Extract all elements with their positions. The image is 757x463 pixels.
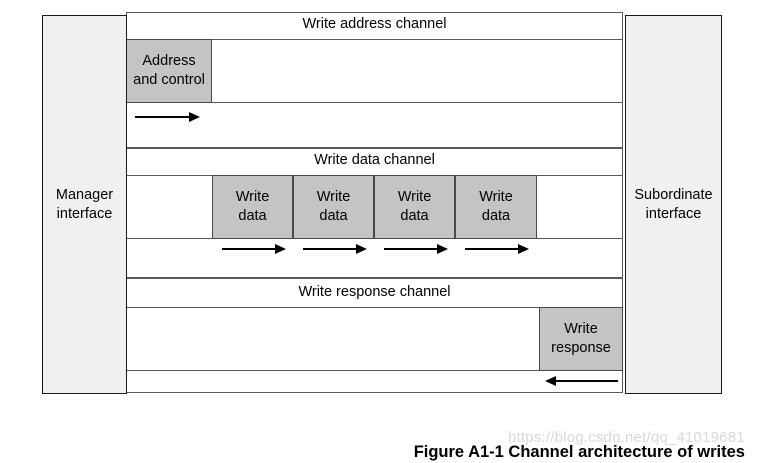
arrow-right-icon-write-data-3: [384, 244, 448, 254]
arrow-left-icon-write-response: [545, 376, 618, 386]
arrow-right-icon-write-data-1: [222, 244, 286, 254]
arrow-head: [356, 244, 367, 254]
arrow-head: [275, 244, 286, 254]
write-address-channel-title-strip: [126, 12, 623, 39]
write-data-channel-title: Write data channel: [314, 152, 435, 168]
arrow-shaft: [135, 116, 191, 118]
figure-caption: Figure A1-1 Channel architecture of writ…: [413, 443, 745, 461]
arrow-shaft: [384, 248, 439, 250]
write-address-channel-title: Write address channel: [302, 16, 447, 32]
manager-interface-box: Manager interface: [42, 15, 127, 394]
arrow-head: [437, 244, 448, 254]
arrow-head: [545, 376, 556, 386]
write-response-channel-title-strip: [126, 278, 623, 307]
arrow-right-icon-write-data-2: [303, 244, 367, 254]
payload-cell-write-data-2: Write data: [293, 175, 374, 239]
write-address-channel-arrow-strip: [126, 103, 623, 148]
arrow-shaft: [303, 248, 358, 250]
payload-cell-write-response: Write response: [539, 307, 623, 371]
payload-cell-address-and-control: Address and control: [126, 39, 212, 103]
payload-cell-write-data-3: Write data: [374, 175, 455, 239]
subordinate-interface-label: Subordinate interface: [634, 187, 713, 222]
arrow-head: [518, 244, 529, 254]
arrow-right-icon-address-and-control: [135, 112, 200, 122]
write-response-channel-title: Write response channel: [298, 284, 451, 300]
payload-cell-write-data-4: Write data: [455, 175, 537, 239]
write-data-channel-title-strip: [126, 148, 623, 175]
arrow-head: [189, 112, 200, 122]
arrow-shaft: [222, 248, 277, 250]
manager-interface-label: Manager interface: [55, 187, 114, 222]
watermark-text: https://blog.csdn.net/qq_41019681: [508, 429, 745, 446]
arrow-shaft: [465, 248, 520, 250]
subordinate-interface-box: Subordinate interface: [625, 15, 722, 394]
payload-cell-write-data-1: Write data: [212, 175, 293, 239]
arrow-right-icon-write-data-4: [465, 244, 529, 254]
write-data-channel-arrow-strip: [126, 239, 623, 278]
arrow-shaft: [554, 380, 618, 382]
